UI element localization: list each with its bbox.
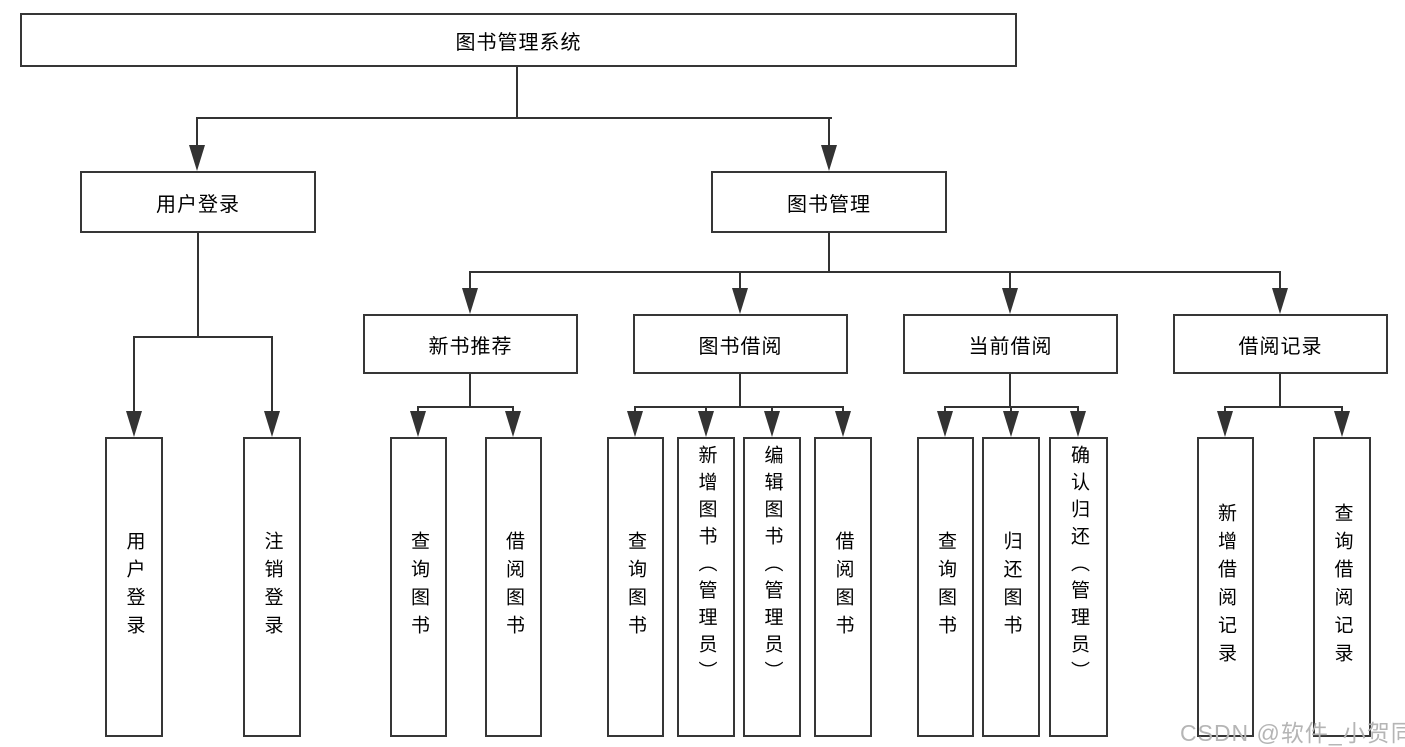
connector-user-login-rail: [133, 336, 273, 338]
connector-borrow-records-stub: [1279, 374, 1281, 406]
leaf-cb-return-books-label: 归还图书: [1000, 531, 1022, 643]
arrowhead-leaf-login: [126, 411, 142, 437]
arrowhead-borrow-records: [1272, 288, 1288, 314]
connector-drop-rec-query: [417, 408, 419, 413]
connector-drop-cb-return: [1010, 408, 1012, 413]
arrowhead-book-mgmt: [821, 145, 837, 171]
leaf-bb-borrow-books: 借阅图书: [814, 437, 872, 737]
node-book-borrow-label: 图书借阅: [698, 335, 783, 358]
leaf-cb-confirm-return-admin-label: 确认归还（管理员）: [1068, 445, 1089, 688]
connector-drop-bb-add: [705, 408, 707, 413]
leaf-bb-add-books-admin: 新增图书（管理员）: [677, 437, 735, 737]
connector-drop-br-add: [1224, 408, 1226, 413]
connector-drop-bb-edit: [771, 408, 773, 413]
node-user-login-label: 用户登录: [156, 193, 240, 216]
leaf-br-query-record: 查询借阅记录: [1313, 437, 1371, 737]
arrowhead-bb-edit: [764, 411, 780, 437]
connector-drop-bb-borrow: [842, 408, 844, 413]
node-book-mgmt-label: 图书管理: [787, 193, 871, 216]
leaf-bb-edit-books-admin-label: 编辑图书（管理员）: [761, 445, 783, 688]
arrowhead-new-book-rec: [462, 288, 478, 314]
connector-new-book-rec-rail: [417, 406, 514, 408]
arrowhead-br-add: [1217, 411, 1233, 437]
connector-drop-book-mgmt: [828, 119, 830, 147]
connector-level2-rail: [469, 271, 1281, 273]
leaf-br-query-record-label: 查询借阅记录: [1331, 503, 1353, 671]
arrowhead-current-borrow: [1002, 288, 1018, 314]
connector-book-borrow-stub: [739, 374, 741, 406]
leaf-rec-query-books: 查询图书: [390, 437, 447, 737]
node-new-book-rec: 新书推荐: [363, 314, 578, 374]
connector-current-borrow-stub: [1009, 374, 1011, 406]
node-current-borrow: 当前借阅: [903, 314, 1118, 374]
arrowhead-leaf-logout: [264, 411, 280, 437]
node-root-label: 图书管理系统: [455, 31, 582, 54]
watermark: CSDN @软件_小贺同学: [1180, 720, 1405, 746]
leaf-bb-query-books-label: 查询图书: [625, 531, 646, 643]
connector-borrow-records-rail: [1224, 406, 1343, 408]
arrowhead-cb-confirm: [1070, 411, 1086, 437]
connector-drop-user-login: [196, 119, 198, 147]
arrowhead-cb-return: [1003, 411, 1019, 437]
connector-drop-new-book-rec: [469, 273, 471, 289]
connector-drop-cb-query: [944, 408, 946, 413]
node-user-login: 用户登录: [80, 171, 316, 233]
leaf-logout-label: 注销登录: [261, 531, 283, 643]
leaf-bb-edit-books-admin: 编辑图书（管理员）: [743, 437, 801, 737]
connector-drop-bb-query: [634, 408, 636, 413]
arrowhead-user-login: [189, 145, 205, 171]
leaf-cb-confirm-return-admin: 确认归还（管理员）: [1049, 437, 1108, 737]
leaf-logout: 注销登录: [243, 437, 301, 737]
leaf-br-add-record-label: 新增借阅记录: [1215, 503, 1236, 671]
arrowhead-bb-add: [698, 411, 714, 437]
connector-book-mgmt-stub: [828, 233, 830, 271]
leaf-cb-query-books: 查询图书: [917, 437, 974, 737]
node-root: 图书管理系统: [20, 13, 1017, 67]
connector-root-stub: [516, 67, 518, 117]
arrowhead-rec-borrow: [505, 411, 521, 437]
leaf-rec-borrow-books: 借阅图书: [485, 437, 542, 737]
node-book-borrow: 图书借阅: [633, 314, 848, 374]
arrowhead-bb-borrow: [835, 411, 851, 437]
node-borrow-records-label: 借阅记录: [1238, 335, 1323, 358]
leaf-bb-borrow-books-label: 借阅图书: [832, 531, 854, 643]
leaf-br-add-record: 新增借阅记录: [1197, 437, 1254, 737]
arrowhead-br-query: [1334, 411, 1350, 437]
node-book-mgmt: 图书管理: [711, 171, 947, 233]
arrowhead-bb-query: [627, 411, 643, 437]
connector-drop-rec-borrow: [512, 408, 514, 413]
connector-level1-rail: [196, 117, 832, 119]
leaf-cb-query-books-label: 查询图书: [935, 531, 956, 643]
connector-drop-leaf-login: [133, 338, 135, 411]
leaf-rec-borrow-books-label: 借阅图书: [503, 531, 524, 643]
leaf-user-login: 用户登录: [105, 437, 163, 737]
leaf-bb-add-books-admin-label: 新增图书（管理员）: [695, 445, 717, 688]
leaf-rec-query-books-label: 查询图书: [408, 531, 429, 643]
arrowhead-rec-query: [410, 411, 426, 437]
arrowhead-book-borrow: [732, 288, 748, 314]
leaf-cb-return-books: 归还图书: [982, 437, 1040, 737]
connector-drop-book-borrow: [739, 273, 741, 289]
arrowhead-cb-query: [937, 411, 953, 437]
connector-drop-borrow-records: [1279, 273, 1281, 289]
connector-drop-current-borrow: [1009, 273, 1011, 289]
node-new-book-rec-label: 新书推荐: [428, 335, 513, 358]
node-current-borrow-label: 当前借阅: [968, 335, 1053, 358]
node-borrow-records: 借阅记录: [1173, 314, 1388, 374]
connector-user-login-stub: [197, 233, 199, 336]
connector-drop-leaf-logout: [271, 338, 273, 411]
leaf-bb-query-books: 查询图书: [607, 437, 664, 737]
connector-current-borrow-rail: [944, 406, 1079, 408]
connector-book-borrow-rail: [634, 406, 844, 408]
leaf-user-login-label: 用户登录: [123, 531, 145, 643]
connector-new-book-rec-stub: [469, 374, 471, 406]
connector-drop-cb-confirm: [1077, 408, 1079, 413]
connector-drop-br-query: [1341, 408, 1343, 413]
